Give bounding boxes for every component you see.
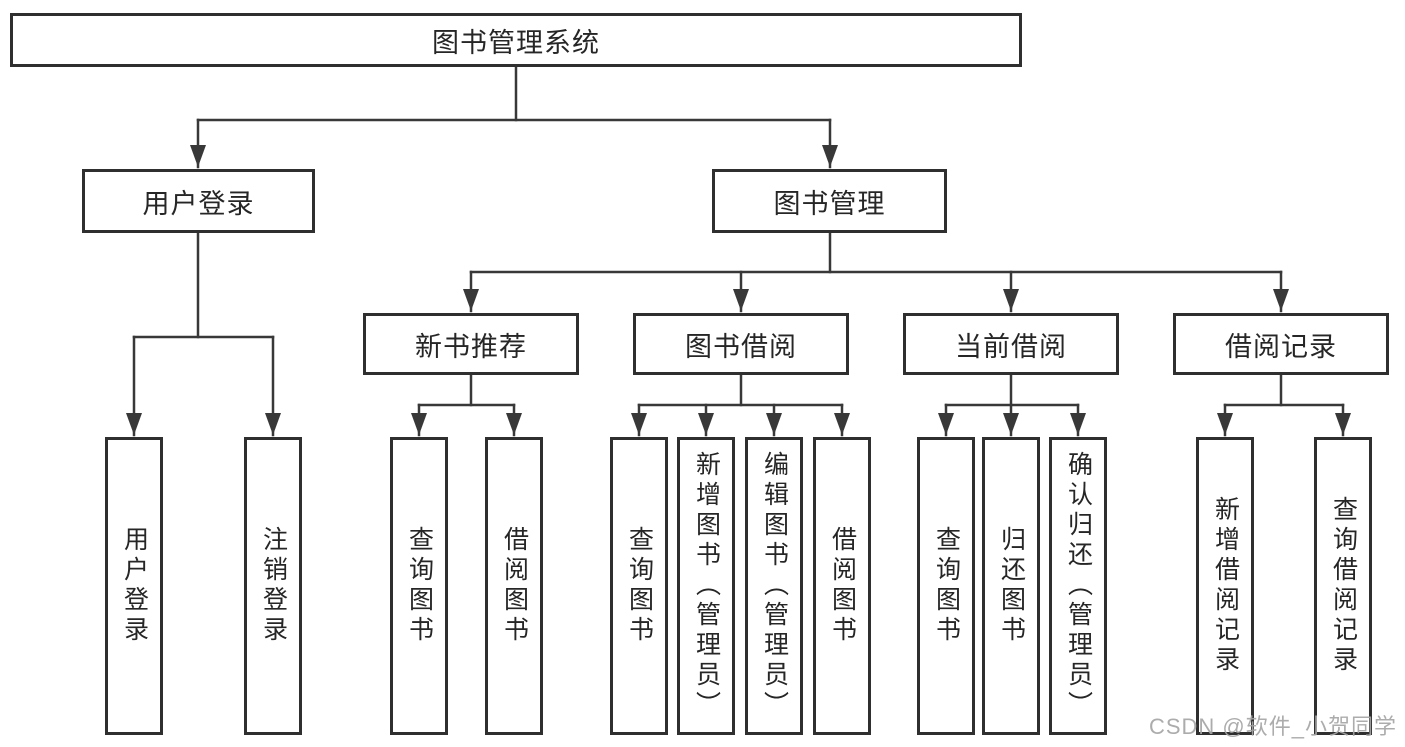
leaf-borrow-books-recommend: 借阅图书 <box>485 437 543 735</box>
connector-arrows <box>126 118 1351 437</box>
node-book-borrowing: 图书借阅 <box>633 313 849 375</box>
node-borrowing-records: 借阅记录 <box>1173 313 1389 375</box>
leaf-add-borrow-record: 新增借阅记录 <box>1196 437 1254 735</box>
leaf-query-books-current: 查询图书 <box>917 437 975 735</box>
leaf-edit-books-admin: 编辑图书（管理员） <box>745 437 803 735</box>
node-library-management-system: 图书管理系统 <box>10 13 1022 67</box>
leaf-user-login: 用户登录 <box>105 437 163 735</box>
leaf-query-books-recommend: 查询图书 <box>390 437 448 735</box>
node-current-borrowing: 当前借阅 <box>903 313 1119 375</box>
csdn-watermark: CSDN @软件_小贺同学 <box>1148 714 1397 739</box>
node-new-book-recommendation: 新书推荐 <box>363 313 579 375</box>
leaf-add-books-admin: 新增图书（管理员） <box>677 437 735 735</box>
node-book-management: 图书管理 <box>712 169 947 233</box>
leaf-query-borrow-record: 查询借阅记录 <box>1314 437 1372 735</box>
leaf-confirm-return-admin: 确认归还（管理员） <box>1049 437 1107 735</box>
leaf-logout: 注销登录 <box>244 437 302 735</box>
leaf-return-books: 归还图书 <box>982 437 1040 735</box>
leaf-borrow-books: 借阅图书 <box>813 437 871 735</box>
node-user-login: 用户登录 <box>82 169 315 233</box>
leaf-query-books-borrow: 查询图书 <box>610 437 668 735</box>
